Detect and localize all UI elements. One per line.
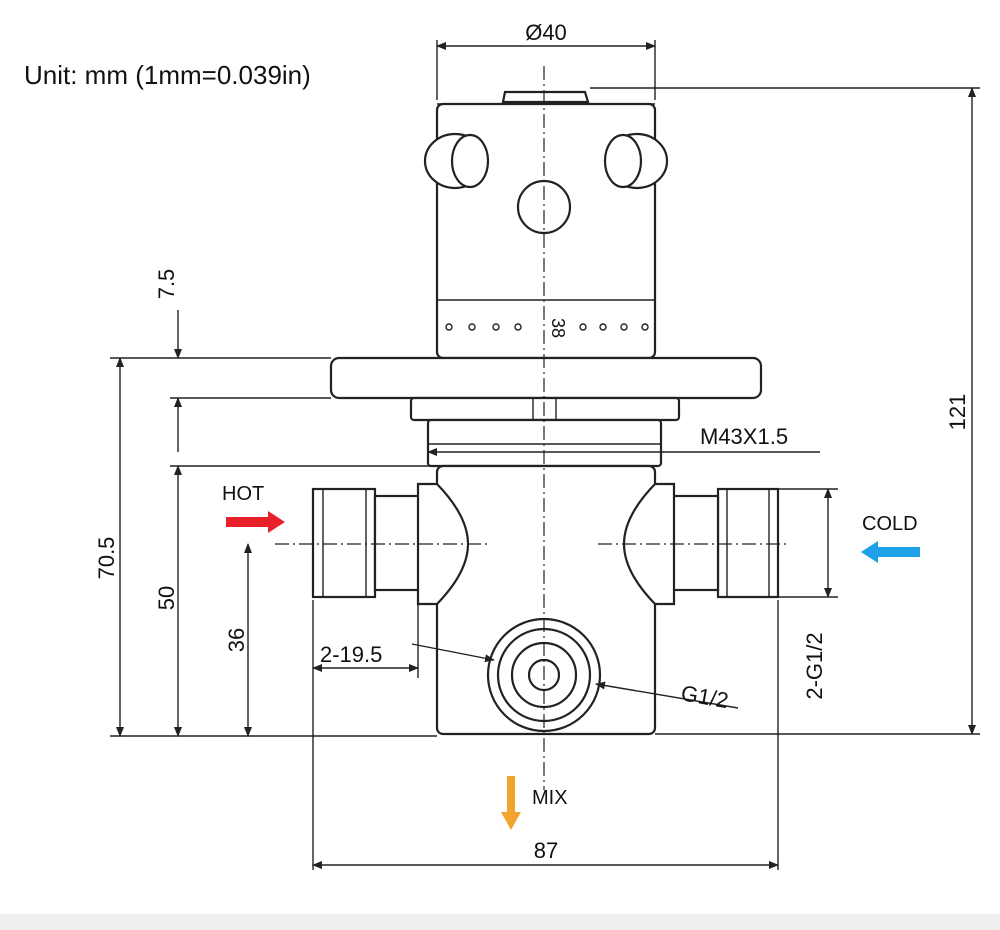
right-hex-fitting (716, 487, 780, 599)
dial-mark-text: 38 (548, 318, 568, 338)
left-knob (423, 132, 490, 190)
mix-label: MIX (532, 787, 568, 809)
right-knob (603, 132, 669, 190)
dimension-lines (116, 42, 976, 869)
dim-inlet-height: 50 (154, 586, 179, 610)
unit-note: Unit: mm (1mm=0.039in) (24, 60, 311, 90)
dim-body-height: 70.5 (94, 537, 119, 580)
flow-cold: COLD (861, 513, 920, 563)
dim-overall-width: 87 (534, 838, 558, 863)
dim-plate-thickness: 7.5 (154, 269, 179, 300)
flow-mix: MIX (501, 776, 568, 830)
dim-hex-width: 2-19.5 (320, 642, 382, 667)
valve-body (311, 90, 780, 736)
footer-band (0, 914, 1000, 930)
dim-thread: M43X1.5 (700, 424, 788, 449)
hex-nut (409, 396, 681, 422)
cover-plate (329, 356, 763, 400)
dial-dots (445, 323, 649, 331)
cold-label: COLD (862, 513, 918, 535)
flow-hot: HOT (222, 483, 285, 533)
dim-top-diameter: Ø40 (525, 20, 567, 45)
dim-total-height: 121 (945, 394, 970, 431)
mix-arrow (501, 776, 521, 830)
extension-lines (110, 40, 980, 870)
hot-label: HOT (222, 483, 264, 505)
dimension-labels: Ø40 121 7.5 70.5 50 36 M43X1.5 2-19.5 G1… (94, 20, 970, 863)
hot-arrow (226, 511, 285, 533)
dim-inlet-thread: 2-G1/2 (802, 632, 827, 699)
dim-outlet-thread: G1/2 (679, 680, 730, 713)
dim-center-height: 36 (224, 628, 249, 652)
center-lines (275, 66, 790, 790)
cold-arrow (861, 541, 920, 563)
cap-button (501, 90, 590, 104)
